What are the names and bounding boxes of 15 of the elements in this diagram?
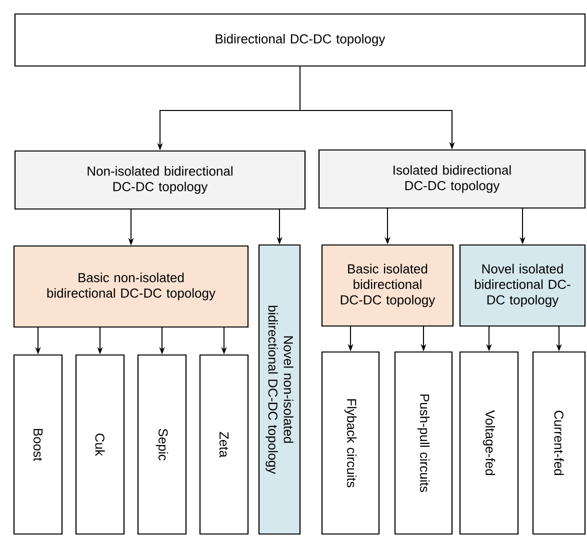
topology-box: Bidirectional DC-DC topology [14, 13, 586, 67]
vertical-box: Current-fed [532, 351, 586, 535]
vertical-box: Flyback circuits [321, 351, 380, 535]
topology-box: Basic isolated bidirectional DC-DC topology [321, 244, 454, 327]
vertical-box: Novel non-isolated bidirectional DC-DC topology [258, 244, 301, 535]
topology-box: Non-isolated bidirectional DC-DC topology [14, 150, 306, 210]
vertical-box: Push-pull circuits [394, 351, 453, 535]
vertical-box: Boost [13, 354, 63, 535]
vertical-box: Zeta [199, 354, 249, 535]
topology-box: Isolated bidirectional DC-DC topology [318, 149, 586, 209]
vertical-box: Cuk [75, 354, 125, 535]
topology-box: Novel isolated bidirectional DC-DC topology [459, 244, 586, 327]
vertical-box: Sepic [137, 354, 187, 535]
vertical-box: Voltage-fed [459, 351, 519, 535]
topology-box: Basic non-isolated bidirectional DC-DC topology [13, 245, 249, 328]
